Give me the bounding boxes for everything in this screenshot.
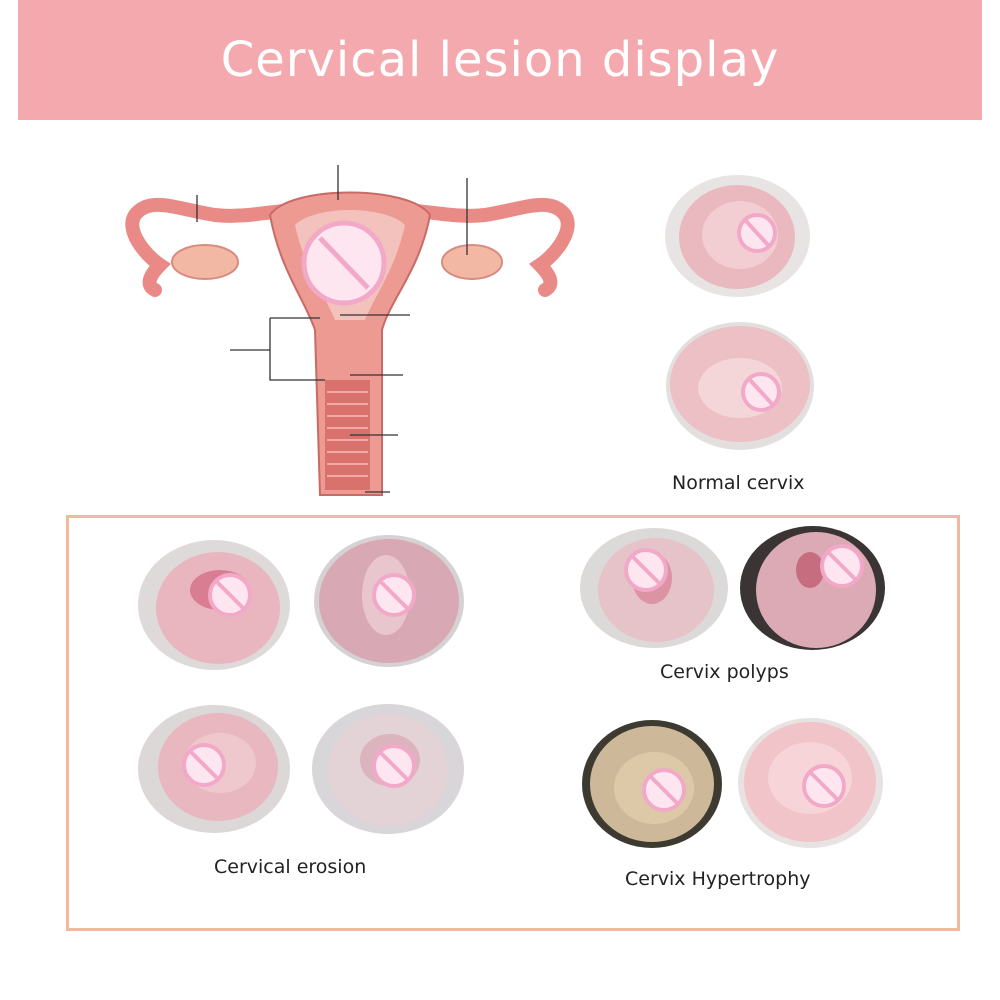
lesion-panel [66, 515, 960, 931]
censor-circle-icon [372, 744, 416, 788]
censor-circle-icon [208, 573, 252, 617]
erosion-photo-3 [138, 705, 290, 833]
cervical-erosion-caption: Cervical erosion [214, 856, 367, 878]
polyps-photo-2 [740, 526, 885, 650]
censor-circle-icon [372, 573, 416, 617]
cervix-polyps-caption: Cervix polyps [660, 661, 789, 683]
censor-circle-icon [301, 220, 387, 306]
censor-circle-icon [737, 213, 777, 253]
censor-circle-icon [802, 764, 846, 808]
censor-circle-icon [642, 768, 686, 812]
censor-circle-icon [624, 548, 668, 592]
erosion-photo-4 [312, 704, 464, 834]
hypertrophy-photo-1 [582, 720, 722, 848]
page-title: Cervical lesion display [220, 32, 780, 88]
normal-cervix-caption: Normal cervix [672, 472, 805, 494]
uterus-anatomy-diagram [120, 160, 580, 510]
censor-circle-icon [741, 372, 781, 412]
censor-circle-icon [182, 743, 226, 787]
normal-cervix-photo-1 [665, 175, 810, 297]
polyps-photo-1 [580, 528, 728, 648]
cervix-hypertrophy-caption: Cervix Hypertrophy [625, 868, 811, 890]
erosion-photo-2 [314, 535, 464, 667]
hypertrophy-photo-2 [738, 718, 883, 848]
erosion-photo-1 [138, 540, 290, 670]
censor-circle-icon [820, 544, 864, 588]
normal-cervix-photo-2 [666, 322, 814, 450]
title-banner: Cervical lesion display [18, 0, 982, 120]
